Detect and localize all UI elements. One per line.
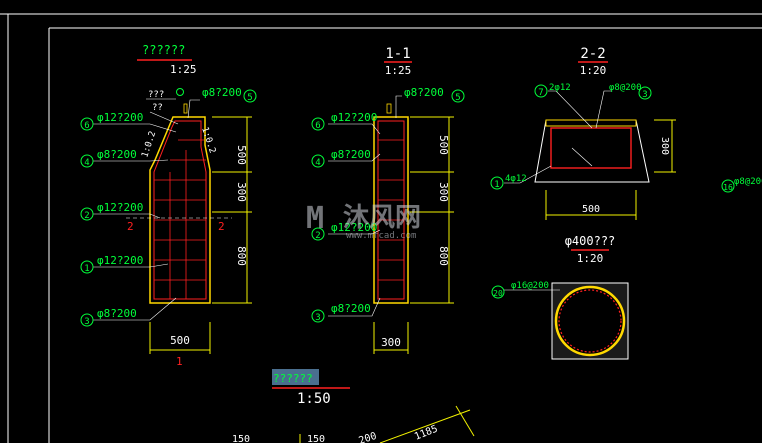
- bottom-dim-a: 150: [232, 434, 250, 443]
- elevation-section-mark-left: 2: [127, 220, 134, 233]
- section-1-dim-800: 800: [437, 246, 450, 266]
- section-2-dim-width: 500: [582, 204, 600, 215]
- watermark: M 沐风网 www.mfcad.com: [306, 201, 421, 241]
- section-2-label-rebar-7: 2φ12: [549, 83, 571, 93]
- section-2-label-rebar-1: 4φ12: [505, 174, 527, 184]
- section-1-callout-3: 3: [315, 313, 320, 323]
- section-1-label-rebar-6: φ12?200: [331, 111, 377, 124]
- bottom-scale: 1:50: [297, 391, 331, 407]
- section-2-dim-height: 300: [659, 137, 670, 155]
- section-2-callout-7: 7: [538, 88, 543, 98]
- section-2-2-view: 2-2 1:20 7 2φ12 φ8@200 3 1 4φ12 500 3: [490, 46, 762, 220]
- elevation-dim-width: 500: [170, 334, 190, 347]
- elevation-callout-1: 1: [84, 264, 89, 274]
- elevation-label-rebar-1: φ12?200: [97, 254, 143, 267]
- pipe-detail-view: φ400??? 1:20 20 φ16@200: [491, 234, 629, 360]
- elevation-dim-300: 300: [235, 182, 248, 202]
- elevation-dim-800: 800: [235, 246, 248, 266]
- pipe-callout-20: 20: [493, 289, 503, 298]
- section-1-scale: 1:25: [385, 64, 412, 77]
- elevation-mark-a: ???: [148, 90, 164, 100]
- elevation-section-mark-right: 2: [218, 220, 225, 233]
- pipe-label: φ16@200: [511, 281, 549, 291]
- section-1-1-view: 1-1 1:25 500 300 800 300: [311, 46, 465, 354]
- section-2-callout-1: 1: [494, 180, 499, 190]
- elevation-label-rebar-4: φ8?200: [97, 148, 137, 161]
- elevation-label-rebar-5: φ8?200: [202, 86, 242, 99]
- section-2-callout-16: 16: [723, 183, 733, 192]
- drawing-frame: [0, 13, 762, 443]
- section-1-dim-500: 500: [437, 135, 450, 155]
- section-1-callout-4: 4: [315, 158, 320, 168]
- elevation-callout-6: 6: [84, 121, 89, 131]
- section-2-label-rebar-16: φ8@200: [734, 177, 762, 187]
- section-2-callout-3: 3: [642, 90, 647, 100]
- bottom-view: ?????? 1:50 150 150 200 1185: [232, 369, 475, 443]
- section-1-callout-5: 5: [455, 93, 460, 103]
- section-1-label-rebar-3: φ8?200: [331, 302, 371, 315]
- section-1-callout-6: 6: [315, 121, 320, 131]
- section-1-title: 1-1: [385, 46, 410, 62]
- elevation-label-rebar-3: φ8?200: [97, 307, 137, 320]
- section-2-label-rebar-8: φ8@200: [609, 83, 642, 93]
- elevation-dim-500: 500: [235, 145, 248, 165]
- section-1-label-rebar-5: φ8?200: [404, 86, 444, 99]
- section-2-title: 2-2: [580, 46, 605, 62]
- bottom-dim-c: 200: [358, 431, 379, 443]
- section-1-label-rebar-2: φ12?200: [331, 221, 377, 234]
- bottom-title: ??????: [273, 372, 313, 385]
- elevation-callout-2: 2: [84, 211, 89, 221]
- section-1-label-rebar-4: φ8?200: [331, 148, 371, 161]
- svg-text:M: M: [306, 201, 324, 236]
- pipe-title: φ400???: [565, 234, 616, 248]
- watermark-url: www.mfcad.com: [346, 231, 416, 241]
- elevation-callout-5: 5: [247, 93, 252, 103]
- elevation-scale: 1:25: [170, 63, 197, 76]
- bottom-dim-b: 150: [307, 434, 325, 443]
- elevation-callout-3: 3: [84, 317, 89, 327]
- watermark-brand: 沐风网: [343, 203, 421, 233]
- elevation-label-rebar-2: φ12?200: [97, 201, 143, 214]
- elevation-mark-b: ??: [152, 103, 163, 113]
- section-1-callout-2: 2: [315, 231, 320, 241]
- section-1-dim-300: 300: [437, 182, 450, 202]
- section-1-dim-width: 300: [381, 336, 401, 349]
- elevation-slope-left: 1:0.2: [140, 130, 158, 159]
- elevation-label-rebar-6: φ12?200: [97, 111, 143, 124]
- elevation-callout-4: 4: [84, 158, 89, 168]
- section-2-scale: 1:20: [580, 64, 607, 77]
- pipe-scale: 1:20: [577, 252, 604, 265]
- elevation-view: ?????? 1:25 2 2 5: [80, 43, 257, 368]
- elevation-section-mark-bottom: 1: [176, 355, 183, 368]
- elevation-title: ??????: [142, 43, 185, 57]
